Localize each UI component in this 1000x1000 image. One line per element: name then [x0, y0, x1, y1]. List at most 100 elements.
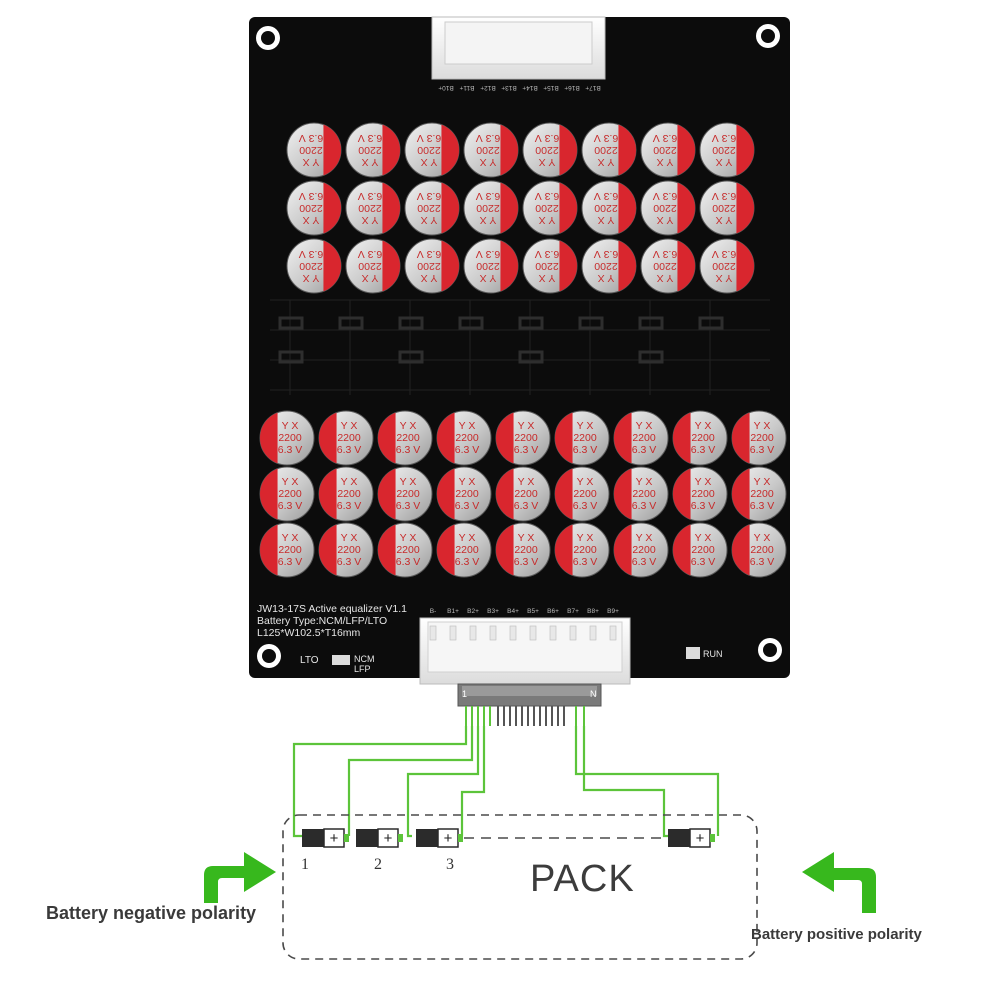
- capacitor-label: 6.3 V: [299, 132, 324, 144]
- capacitor-label: 2200: [632, 432, 656, 444]
- lto-label: LTO: [300, 655, 319, 666]
- capacitor-label: 6.3 V: [535, 248, 560, 260]
- capacitor-label: Y X: [282, 420, 299, 432]
- capacitor-label: 6.3 V: [358, 132, 383, 144]
- capacitor-label: 2200: [573, 544, 597, 556]
- bottom-pin-label: B-: [430, 608, 437, 615]
- capacitor-label: 6.3 V: [337, 556, 362, 568]
- capacitor-label: Y X: [754, 420, 771, 432]
- capacitor-label: 6.3 V: [712, 190, 737, 202]
- capacitor-label: Y X: [480, 272, 497, 284]
- capacitor-label: 6.3 V: [573, 444, 598, 456]
- cable-pin1-label: 1: [462, 689, 467, 699]
- capacitor-label: Y X: [657, 214, 674, 226]
- capacitor-label: 2200: [594, 144, 618, 156]
- capacitor-label: Y X: [754, 532, 771, 544]
- capacitor-label: 6.3 V: [750, 444, 775, 456]
- lfp-label: LFP: [354, 664, 371, 674]
- mounting-hole-top-left: [256, 26, 280, 50]
- capacitor-label: 6.3 V: [337, 444, 362, 456]
- capacitor-label: 6.3 V: [455, 444, 480, 456]
- capacitor-label: 2200: [299, 260, 323, 272]
- capacitor-label: 6.3 V: [691, 444, 716, 456]
- pack-outline: [282, 814, 758, 960]
- capacitor-label: Y X: [518, 476, 535, 488]
- capacitor-label: 6.3 V: [632, 444, 657, 456]
- capacitor-label: 6.3 V: [455, 556, 480, 568]
- capacitor-label: 2200: [573, 488, 597, 500]
- capacitor-label: Y X: [400, 420, 417, 432]
- bottom-pin-labels: B-B1+B2+B3+B4+B5+B6+B7+B8+B9+: [429, 608, 619, 641]
- capacitor-label: 2200: [299, 144, 323, 156]
- capacitor-label: Y X: [657, 272, 674, 284]
- capacitor-label: Y X: [282, 476, 299, 488]
- top-pin-label: B10+: [438, 84, 454, 91]
- capacitor-label: Y X: [341, 532, 358, 544]
- capacitor-label: 2200: [632, 544, 656, 556]
- capacitor-label: 2200: [691, 432, 715, 444]
- capacitor-label: 2200: [712, 202, 736, 214]
- top-pin-labels: B17+B16+B15+B14+B13+B12+B11+B10+: [438, 84, 601, 91]
- capacitor-label: 6.3 V: [396, 556, 421, 568]
- capacitor-label: 6.3 V: [653, 132, 678, 144]
- capacitor-label: 2200: [514, 432, 538, 444]
- negative-polarity-label: Battery negative polarity: [46, 903, 257, 923]
- bottom-pin-label: B9+: [607, 608, 619, 615]
- capacitor-label: Y X: [754, 476, 771, 488]
- capacitor-label: 6.3 V: [632, 556, 657, 568]
- capacitor-label: 2200: [278, 544, 302, 556]
- capacitor-label: 6.3 V: [594, 190, 619, 202]
- run-label: RUN: [703, 649, 723, 659]
- capacitor-label: 2200: [358, 144, 382, 156]
- arrow-negative-icon: [204, 852, 276, 903]
- capacitor-label: 6.3 V: [653, 248, 678, 260]
- capacitor-label: 6.3 V: [750, 556, 775, 568]
- capacitor-label: Y X: [598, 272, 615, 284]
- battery-cells: ++++: [302, 828, 715, 848]
- capacitor-label: 6.3 V: [691, 500, 716, 512]
- capacitor-label: 6.3 V: [396, 444, 421, 456]
- capacitor-label: 2200: [535, 202, 559, 214]
- capacitor-label: 6.3 V: [712, 132, 737, 144]
- capacitor-label: 2200: [691, 488, 715, 500]
- capacitor-label: Y X: [421, 272, 438, 284]
- capacitor-label: 2200: [632, 488, 656, 500]
- capacitor-label: Y X: [716, 272, 733, 284]
- battery-cell: +: [356, 828, 403, 848]
- cell-number-2: 2: [374, 856, 382, 873]
- capacitor-label: 6.3 V: [653, 190, 678, 202]
- capacitor-label: 2200: [358, 260, 382, 272]
- capacitor-label: Y X: [577, 420, 594, 432]
- capacitor-label: Y X: [539, 272, 556, 284]
- capacitor-label: 2200: [712, 144, 736, 156]
- capacitor-label: 2200: [396, 432, 420, 444]
- bottom-pin-label: B6+: [547, 608, 559, 615]
- capacitor-label: 6.3 V: [514, 500, 539, 512]
- cell-number-3: 3: [446, 856, 454, 873]
- mounting-hole-top-right: [756, 24, 780, 48]
- capacitor-label: Y X: [362, 156, 379, 168]
- capacitor-label: 2200: [594, 260, 618, 272]
- capacitor-label: 2200: [299, 202, 323, 214]
- capacitor-label: Y X: [480, 214, 497, 226]
